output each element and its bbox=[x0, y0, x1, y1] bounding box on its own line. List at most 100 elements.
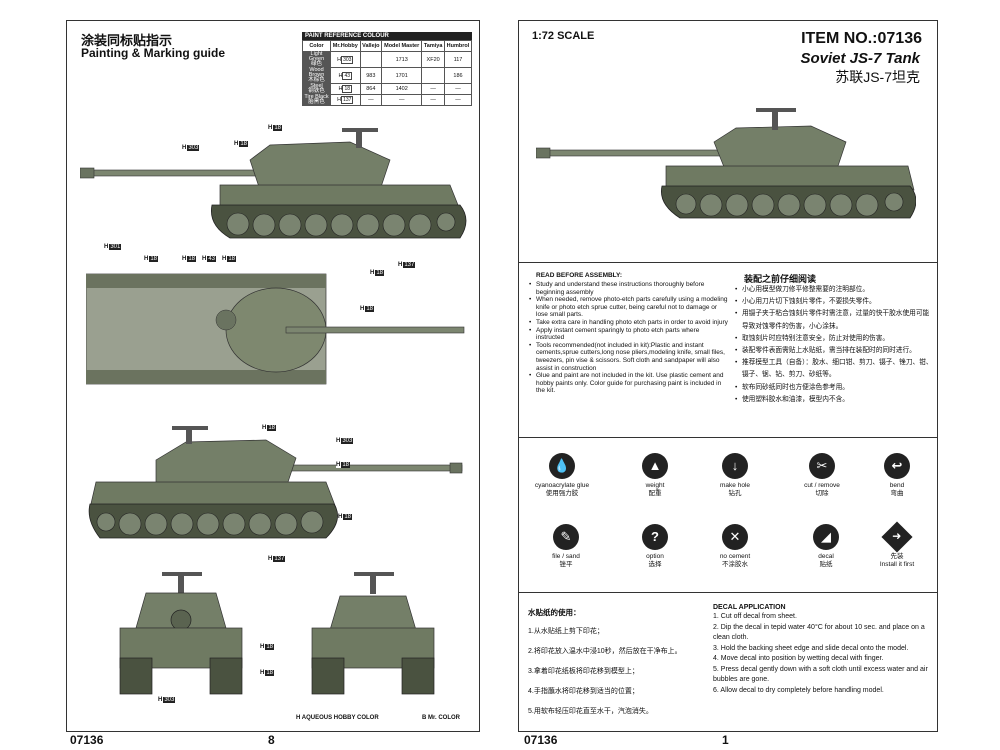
paint-mm-cell: 1701 bbox=[381, 67, 423, 84]
turret bbox=[249, 141, 391, 191]
decal-step: 3. Hold the backing sheet edge and slide… bbox=[713, 644, 909, 652]
paint-header-cell: Humbrol bbox=[443, 40, 473, 52]
paint-mm-cell: 1402 bbox=[381, 83, 423, 95]
legend-mr-text: Mr. COLOR bbox=[428, 715, 461, 721]
paint-table-caption: PAINT REFERENCE COLOUR bbox=[302, 32, 472, 40]
decal-step-cn: 5.用软布轻压印花直至水干，汽泡消失。 bbox=[528, 708, 653, 715]
paint-header-cell: Vallejo bbox=[359, 40, 383, 52]
hull bbox=[665, 165, 915, 191]
paint-vallejo-cell: 864 bbox=[359, 83, 383, 95]
gun-barrel bbox=[536, 149, 727, 157]
paint-humbrol-cell: 117 bbox=[443, 51, 473, 68]
gun-mantlet bbox=[170, 609, 192, 631]
decal-instructions-cn: 1.从水贴纸上剪下印花； 2.将印花放入温水中浸10秒，然后放在干净布上。 3.… bbox=[528, 622, 682, 722]
mg-mount bbox=[186, 428, 192, 444]
instruction-item: When needed, remove photo-etch parts car… bbox=[528, 296, 728, 319]
decal-step-cn: 1.从水贴纸上剪下印花； bbox=[528, 628, 604, 635]
glue-drop-icon: 💧 bbox=[549, 453, 575, 479]
paint-header-cell: Color bbox=[302, 40, 331, 52]
instruction-item-cn: 小心用模型做刀修平修整需要的注明部位。 bbox=[734, 284, 934, 296]
instruction-item-cn: 软布同砂纸同时也方便涂色参考用。 bbox=[734, 382, 934, 394]
section-divider bbox=[518, 262, 938, 263]
decal-instructions-title-cn: 水贴纸的使用： bbox=[528, 608, 581, 617]
page-number: 1 bbox=[722, 733, 729, 747]
gun-barrel-top bbox=[285, 326, 465, 334]
gun-barrel bbox=[80, 169, 261, 177]
paint-reference-table: PAINT REFERENCE COLOUR Color Mr.Hobby Va… bbox=[302, 32, 473, 106]
tank-name-cn: 苏联JS-7坦克 bbox=[835, 69, 920, 85]
road-wheels bbox=[675, 192, 904, 217]
page-number: 8 bbox=[268, 733, 275, 747]
track-rear-right bbox=[401, 657, 435, 695]
decal-step: 4. Move decal into position by wetting d… bbox=[713, 655, 884, 662]
scissors-icon: ✂ bbox=[809, 453, 835, 479]
instruction-item: Apply instant cement sparingly to photo … bbox=[528, 327, 728, 342]
decal-step-cn: 3.拿着印花纸板将印花移到模型上； bbox=[528, 668, 639, 675]
guide-title-cn: 涂装同标贴指示 bbox=[81, 33, 173, 48]
file-icon: ✎ bbox=[553, 524, 579, 550]
mg-mount bbox=[772, 110, 778, 130]
paint-humbrol-cell: — bbox=[443, 83, 473, 95]
paint-header-cell: Tamiya bbox=[421, 40, 445, 52]
paint-color-en: Light Green bbox=[308, 51, 325, 62]
tank-side-view-right bbox=[88, 426, 463, 539]
paint-tamiya-cell: XF20 bbox=[421, 51, 445, 68]
footer-item-code: 07136 bbox=[524, 733, 558, 747]
decal-application-title: DECAL APPLICATION bbox=[713, 604, 786, 611]
legend-hobby-text: AQUEOUS HOBBY COLOR bbox=[301, 715, 379, 721]
muzzle-brake bbox=[80, 167, 95, 179]
section-divider bbox=[518, 592, 938, 593]
instruction-item: Take extra care in handling photo etch p… bbox=[528, 319, 728, 327]
gun-barrel bbox=[285, 464, 463, 472]
paint-hobby-code: 43 bbox=[342, 71, 353, 80]
decal-step: 6. Allow decal to dry completely before … bbox=[713, 686, 884, 694]
turret bbox=[713, 125, 847, 173]
tank-top-view bbox=[86, 273, 465, 385]
read-before-assembly-title-cn: 装配之前仔细阅读 bbox=[744, 274, 817, 284]
instruction-item-cn: 用镊子夹于粘合蚀刻片零件时需注意，过量的快干胶水使用可能导致对蚀零件的伤害，小心… bbox=[734, 308, 934, 332]
paint-color-cn: 钢铁色 bbox=[308, 88, 325, 94]
install-first-icon: ➜ bbox=[881, 521, 913, 553]
track-rear-left bbox=[311, 657, 345, 695]
track-front-right bbox=[209, 657, 243, 695]
decal-instructions-en: 1. Cut off decal from sheet. 2. Dip the … bbox=[713, 612, 933, 696]
drill-icon: ↓ bbox=[722, 453, 748, 479]
legend-mr: B Mr. COLOR bbox=[422, 715, 461, 721]
paint-color-cn: 木棕色 bbox=[308, 77, 325, 83]
instruction-item-cn: 取蚀刻片时应特别注意安全，防止对使用的伤害。 bbox=[734, 333, 934, 345]
paint-color-cn: 绿色 bbox=[310, 61, 322, 67]
tank-cover-illustration bbox=[536, 108, 916, 219]
paint-tamiya-cell bbox=[421, 67, 445, 84]
legend-hobby: H AQUEOUS HOBBY COLOR bbox=[296, 715, 379, 721]
decal-step: 1. Cut off decal from sheet. bbox=[713, 613, 797, 620]
tank-rear-view bbox=[311, 572, 435, 695]
mg-mount bbox=[356, 130, 362, 148]
bend-arrow-icon: ↩ bbox=[884, 453, 910, 479]
track-front-left bbox=[119, 657, 153, 695]
left-page-frame bbox=[66, 20, 480, 732]
read-before-assembly-title: READ BEFORE ASSEMBLY: bbox=[536, 272, 623, 279]
right-page-frame bbox=[518, 20, 938, 732]
scale-label: 1:72 SCALE bbox=[532, 30, 595, 42]
footer-item-code: 07136 bbox=[70, 733, 104, 747]
